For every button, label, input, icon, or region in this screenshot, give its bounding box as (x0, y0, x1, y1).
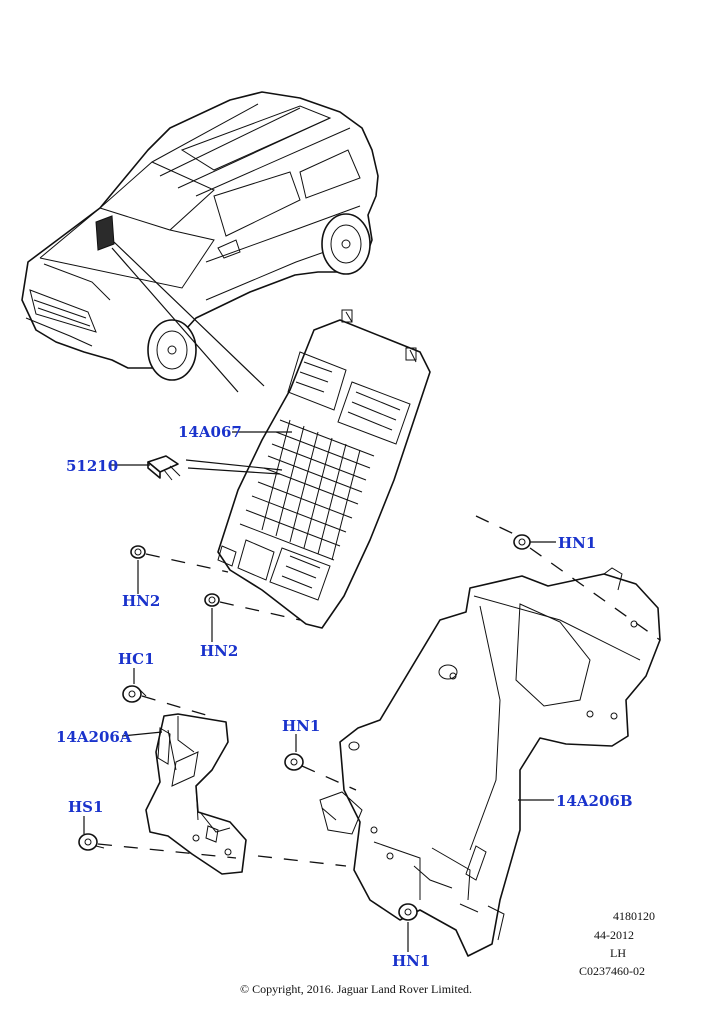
reference-line-1: 4180120 (613, 909, 655, 923)
callout-hn1-mid: HN1 (282, 717, 320, 735)
fuse-51210 (110, 455, 283, 481)
fusebox-14a067 (217, 309, 431, 629)
reference-line-2: 44-2012 (594, 928, 634, 942)
nut-hn2-mid (204, 593, 220, 607)
nut-hn2-left (130, 545, 146, 559)
clip-hc1 (122, 685, 147, 703)
reference-block: 4180120 44-2012 LH C0237460-02 (579, 909, 655, 978)
callout-14a067: 14A067 (178, 423, 242, 441)
callout-hn2-mid: HN2 (200, 642, 238, 660)
callout-14a206b: 14A206B (556, 792, 633, 810)
callout-hc1: HC1 (118, 650, 155, 668)
bracket-14a206a (145, 713, 247, 875)
nut-hn1-top (513, 534, 531, 550)
reference-line-4: C0237460-02 (579, 964, 645, 978)
callout-hn1-bottom: HN1 (392, 952, 430, 970)
leader-lines (83, 431, 556, 952)
copyright-text: © Copyright, 2016. Jaguar Land Rover Lim… (240, 982, 472, 996)
assembly-lines (97, 515, 661, 867)
fusebox-location-marker (95, 215, 115, 251)
vehicle-illustration (21, 91, 379, 393)
callout-labels: 14A067 51210 HN1 HN2 HN2 HC1 14A206A HN1… (56, 423, 633, 970)
nut-hn1-bottom (398, 903, 418, 921)
screw-hs1 (78, 833, 105, 851)
callout-51210: 51210 (66, 457, 118, 475)
callout-hs1: HS1 (68, 798, 103, 816)
bracket-14a206b (319, 567, 661, 957)
callout-hn1-top: HN1 (558, 534, 596, 552)
nut-hn1-mid (284, 753, 304, 771)
callout-14a206a: 14A206A (56, 728, 132, 746)
reference-line-3: LH (610, 946, 626, 960)
callout-hn2-left: HN2 (122, 592, 160, 610)
